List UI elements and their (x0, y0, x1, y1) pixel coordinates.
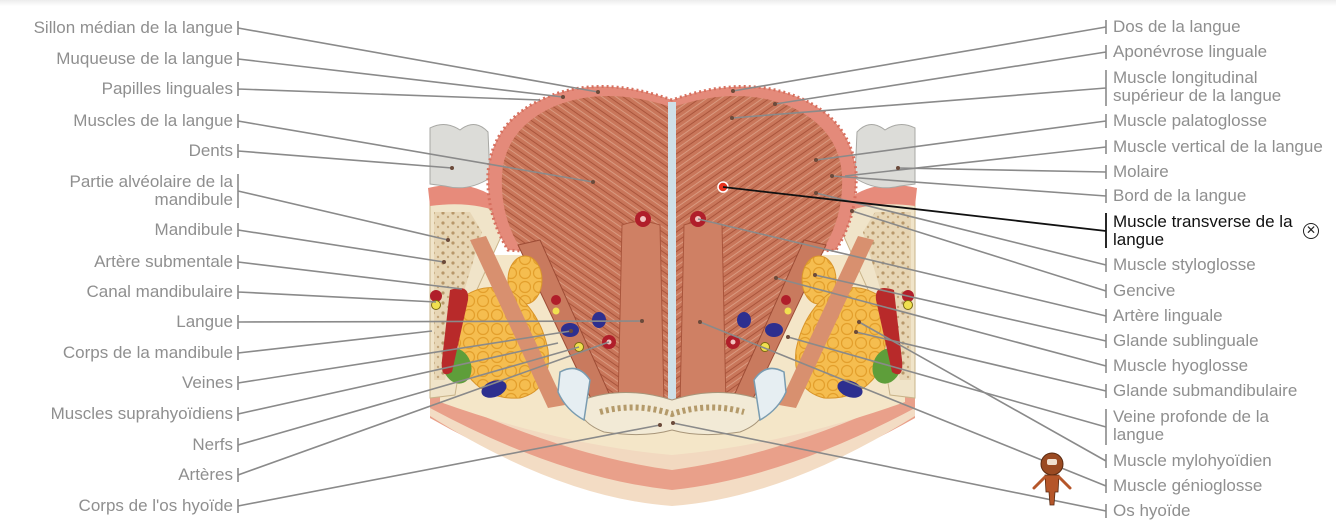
label-os-hyoide[interactable]: Os hyoïde (1113, 501, 1191, 520)
label-aponevrose[interactable]: Aponévrose linguale (1113, 42, 1268, 61)
arteries (430, 211, 914, 349)
label-glande-submandibulaire[interactable]: Glande submandibulaire (1113, 381, 1298, 400)
hyoid-horn-left (557, 367, 591, 422)
molar-right (854, 124, 916, 189)
hyoid-horn-right (753, 367, 787, 422)
label-transverse-selected[interactable]: Muscle transverse de la langue (1113, 212, 1293, 249)
molar-left (429, 124, 491, 189)
label-sillon-median[interactable]: Sillon médian de la langue (33, 18, 233, 37)
label-vertical[interactable]: Muscle vertical de la langue (1113, 137, 1323, 156)
gum-left (428, 184, 505, 214)
label-molaire[interactable]: Molaire (1113, 162, 1169, 181)
label-muscles-langue[interactable]: Muscles de la langue (73, 111, 233, 130)
label-veines[interactable]: Veines (181, 373, 233, 392)
label-partie-alveolaire[interactable]: Partie alvéolaire de la mandibule (69, 172, 233, 209)
top-shadow (0, 0, 1336, 6)
mylohyoid-right (779, 236, 874, 408)
close-circle-icon[interactable]: ✕ (1303, 223, 1319, 239)
label-artere-linguale[interactable]: Artère linguale (1113, 306, 1223, 325)
mannequin-icon[interactable] (1032, 452, 1072, 506)
label-corps-mandibule[interactable]: Corps de la mandibule (62, 343, 233, 362)
genioglossus-left (617, 221, 665, 406)
label-veine-profonde[interactable]: Veine profonde de la langue (1113, 407, 1269, 444)
label-muscles-suprahyoidiens[interactable]: Muscles suprahyoïdiens (50, 404, 233, 423)
label-longitudinal-superieur[interactable]: Muscle longitudinal supérieur de la lang… (1113, 68, 1282, 105)
label-langue[interactable]: Langue (176, 312, 233, 331)
label-glande-sublinguale[interactable]: Glande sublinguale (1113, 331, 1259, 350)
label-bord-langue[interactable]: Bord de la langue (1113, 186, 1247, 205)
label-papilles[interactable]: Papilles linguales (101, 79, 233, 98)
label-dents[interactable]: Dents (188, 141, 233, 160)
leader-lines (237, 20, 1107, 518)
median-septum (668, 102, 676, 407)
label-corps-os-hyoide[interactable]: Corps de l'os hyoïde (78, 496, 233, 515)
label-artere-submentale[interactable]: Artère submentale (94, 252, 233, 271)
genioglossus-right (679, 221, 727, 406)
label-nerfs[interactable]: Nerfs (192, 435, 233, 454)
leader-end-dots (442, 89, 900, 427)
nerves (431, 300, 913, 352)
anatomy-illustration (428, 85, 917, 506)
label-palatoglosse[interactable]: Muscle palatoglosse (1113, 111, 1268, 130)
label-hyoglosse[interactable]: Muscle hyoglosse (1113, 356, 1249, 375)
gum-right (840, 184, 917, 214)
label-mylohyoidien[interactable]: Muscle mylohyoïdien (1113, 451, 1272, 470)
label-dos-langue[interactable]: Dos de la langue (1113, 17, 1241, 36)
active-leader-line (722, 186, 1107, 248)
label-mandibule[interactable]: Mandibule (154, 220, 233, 239)
label-arteres[interactable]: Artères (178, 465, 233, 484)
label-canal-mandibulaire[interactable]: Canal mandibulaire (86, 282, 233, 301)
label-muqueuse[interactable]: Muqueuse de la langue (56, 49, 233, 68)
label-styloglosse[interactable]: Muscle styloglosse (1113, 255, 1256, 274)
label-genioglosse[interactable]: Muscle génioglosse (1113, 476, 1263, 495)
label-gencive[interactable]: Gencive (1113, 281, 1176, 300)
